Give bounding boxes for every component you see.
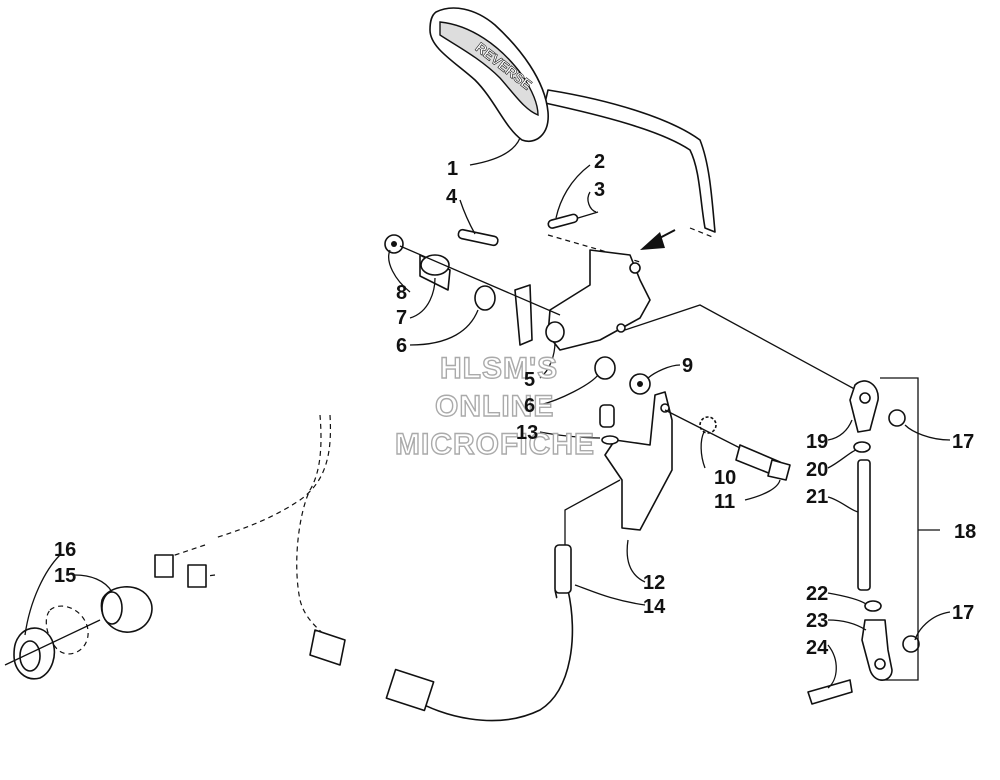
callout-15: 15	[54, 565, 76, 587]
reverse-handle: REVERSE	[429, 7, 716, 239]
callout-13: 13	[516, 422, 538, 444]
shift-bracket	[514, 249, 651, 351]
callout-22: 22	[806, 583, 828, 605]
callout-7: 7	[396, 307, 407, 329]
callout-12: 12	[643, 572, 665, 594]
callout-3: 3	[594, 179, 605, 201]
watermark-line-2: ONLINE	[435, 390, 554, 423]
callout-4: 4	[446, 186, 458, 208]
bushings-and-washers	[384, 228, 651, 395]
watermark-line-1: HLSM'S	[440, 352, 558, 385]
callout-23: 23	[806, 610, 828, 632]
callout-labels: 1 2 3 4 5 6 6 7 8 9 10 11 12 13 14 15 16…	[54, 151, 976, 659]
callout-2: 2	[594, 151, 605, 173]
plunger-switch	[599, 404, 619, 445]
callout-9: 9	[682, 355, 693, 377]
callout-20: 20	[806, 459, 828, 481]
callout-17a: 17	[952, 431, 974, 453]
callout-19: 19	[806, 431, 828, 453]
leader-lines	[24, 137, 951, 689]
callout-1: 1	[447, 158, 458, 180]
callout-17b: 17	[952, 602, 974, 624]
callout-6b: 6	[524, 395, 535, 417]
callout-5: 5	[524, 369, 535, 391]
callout-8: 8	[396, 282, 407, 304]
callout-10: 10	[714, 467, 736, 489]
callout-6a: 6	[396, 335, 407, 357]
callout-21: 21	[806, 486, 828, 508]
key-switch	[4, 586, 153, 680]
callout-24: 24	[806, 637, 829, 659]
callout-11: 11	[714, 491, 735, 513]
star-washer-and-bolt	[664, 409, 791, 481]
switch-lever-plate	[604, 391, 673, 531]
wiring-harness	[154, 414, 621, 722]
callout-16: 16	[54, 539, 76, 561]
direction-arrow-icon	[640, 229, 676, 250]
watermark-line-3: MICROFICHE	[395, 428, 595, 461]
callout-18: 18	[954, 521, 976, 543]
tie-rod-assembly	[807, 377, 920, 705]
watermark: HLSM'S ONLINE MICROFICHE	[394, 351, 595, 461]
callout-14: 14	[643, 596, 666, 618]
